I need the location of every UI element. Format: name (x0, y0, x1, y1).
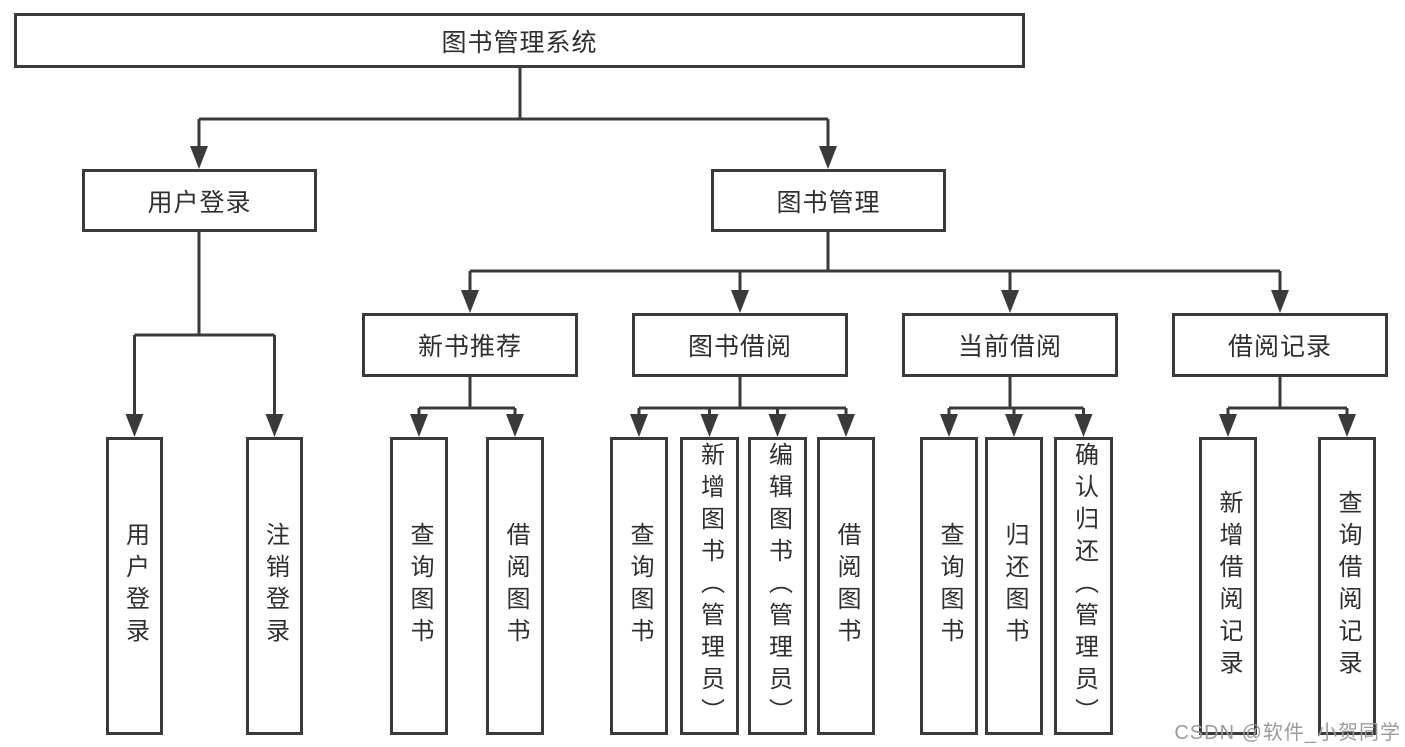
node-user-login: 用户登录 (82, 169, 317, 232)
node-add-borrow-record: 新增借阅记录 (1199, 437, 1257, 735)
node-query-books-a: 查询图书 (390, 437, 448, 735)
node-book-management-label: 图书管理 (776, 188, 881, 217)
node-query-books-c: 查询图书 (920, 437, 978, 735)
node-return-books: 归还图书 (985, 437, 1043, 735)
node-edit-books-admin-label: 编辑图书（管理员） (764, 442, 792, 730)
node-borrow-books-a-label: 借阅图书 (502, 522, 529, 650)
node-query-borrow-record-label: 查询借阅记录 (1334, 490, 1361, 682)
node-return-books-label: 归还图书 (1001, 522, 1028, 650)
node-confirm-return-admin: 确认归还（管理员） (1054, 437, 1113, 735)
node-borrowing-records-label: 借阅记录 (1227, 333, 1332, 361)
node-borrow-books-b-label: 借阅图书 (833, 522, 860, 650)
node-current-borrowing-label: 当前借阅 (957, 333, 1062, 361)
node-library-system-label: 图书管理系统 (441, 28, 598, 57)
node-library-system: 图书管理系统 (14, 13, 1025, 68)
node-edit-books-admin: 编辑图书（管理员） (748, 437, 807, 735)
node-new-book-recommend-label: 新书推荐 (417, 333, 522, 361)
node-current-borrowing: 当前借阅 (902, 313, 1118, 377)
arrowheads (125, 146, 1356, 437)
node-borrowing-records: 借阅记录 (1172, 313, 1388, 377)
node-book-borrowing: 图书借阅 (632, 313, 848, 377)
node-add-books-admin: 新增图书（管理员） (680, 437, 739, 735)
node-logout-action: 注销登录 (246, 437, 303, 735)
node-logout-action-label: 注销登录 (261, 522, 289, 650)
node-add-books-admin-label: 新增图书（管理员） (696, 442, 724, 730)
node-confirm-return-admin-label: 确认归还（管理员） (1070, 442, 1098, 730)
node-query-books-b-label: 查询图书 (626, 522, 653, 650)
node-new-book-recommend: 新书推荐 (362, 313, 578, 377)
node-user-login-action-label: 用户登录 (121, 522, 149, 650)
node-book-management: 图书管理 (711, 169, 946, 232)
node-user-login-action: 用户登录 (106, 437, 163, 735)
node-query-books-c-label: 查询图书 (936, 522, 963, 650)
node-query-borrow-record: 查询借阅记录 (1318, 437, 1376, 735)
node-query-books-a-label: 查询图书 (406, 522, 433, 650)
csdn-watermark: CSDN @软件_小贺同学 (1174, 722, 1401, 744)
node-user-login-label: 用户登录 (147, 188, 252, 217)
node-add-borrow-record-label: 新增借阅记录 (1215, 490, 1242, 682)
node-borrow-books-b: 借阅图书 (817, 437, 875, 735)
node-book-borrowing-label: 图书借阅 (687, 333, 792, 361)
node-query-books-b: 查询图书 (610, 437, 668, 735)
node-borrow-books-a: 借阅图书 (486, 437, 544, 735)
